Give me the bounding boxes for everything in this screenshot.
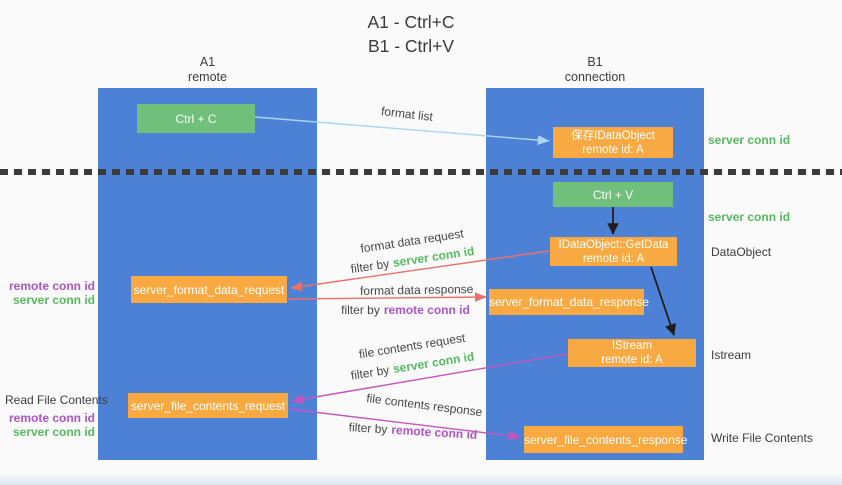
filter-by-text: filter by <box>348 420 388 437</box>
arrow-label-file-contents-response: file contents response <box>365 391 484 420</box>
filter-by-text: filter by <box>341 303 380 317</box>
lane-a1-title: A1 <box>199 55 216 69</box>
label-stack-format-ids: remote conn id server conn id <box>5 279 95 307</box>
node-ctrl-c: Ctrl + C <box>137 104 255 133</box>
lane-b1-subtitle: connection <box>564 70 626 84</box>
label-write-file-contents: Write File Contents <box>711 431 813 445</box>
lane-header-b1: B1 connection <box>486 55 704 85</box>
filter-by-text: filter by <box>349 256 391 277</box>
copy-paste-divider-line <box>0 169 842 175</box>
node-server-format-data-request: server_format_data_request <box>131 276 287 303</box>
lane-b1-title: B1 <box>587 55 603 69</box>
node-getdata-line2: remote id: A <box>582 252 645 265</box>
node-format-request-label: server_format_data_request <box>133 282 285 297</box>
node-save-idataobject-line2: remote id: A <box>582 143 644 156</box>
arrow-label-format-data-response: format data response <box>359 281 474 298</box>
node-save-idataobject: 保存IDataObject remote id: A <box>553 127 673 158</box>
title-line-1: A1 - Ctrl+C <box>367 12 455 32</box>
node-server-file-contents-response: server_file_contents_response <box>524 426 688 453</box>
node-file-request-label: server_file_contents_request <box>130 398 286 413</box>
label-dataobject: DataObject <box>711 245 772 259</box>
title-line-2: B1 - Ctrl+V <box>367 36 455 56</box>
label-server-conn-id-top: server conn id <box>708 133 791 147</box>
node-getdata-line1: IDataObject::GetData <box>558 238 669 251</box>
node-istream: IStream remote id: A <box>568 339 696 367</box>
label-read-file-contents: Read File Contents <box>5 393 108 407</box>
node-istream-line2: remote id: A <box>601 354 663 366</box>
node-istream-line1: IStream <box>611 340 653 352</box>
label-istream: Istream <box>711 348 752 362</box>
remote-conn-id-accent: remote conn id <box>383 303 470 317</box>
node-file-response-label: server_file_contents_response <box>524 432 688 447</box>
node-save-idataobject-line1: 保存IDataObject <box>571 129 655 142</box>
remote-conn-id-accent: remote conn id <box>390 422 478 442</box>
node-ctrl-v-label: Ctrl + V <box>592 187 634 202</box>
node-format-response-label: server_format_data_response <box>489 295 650 309</box>
filter-by-text: filter by <box>349 362 391 383</box>
lane-a1-subtitle: remote <box>188 70 227 84</box>
node-server-file-contents-request: server_file_contents_request <box>128 393 288 418</box>
label-server-conn-id-1: server conn id <box>12 293 95 307</box>
diagram-title: A1 - Ctrl+C B1 - Ctrl+V <box>281 10 541 58</box>
node-ctrl-c-label: Ctrl + C <box>175 111 217 126</box>
label-remote-conn-id-2: remote conn id <box>8 411 95 425</box>
label-server-conn-id-2: server conn id <box>12 425 95 439</box>
label-server-conn-id-mid: server conn id <box>708 210 791 224</box>
node-server-format-data-response: server_format_data_response <box>489 289 650 315</box>
lane-header-a1: A1 remote <box>98 55 317 85</box>
arrow-label-format-list: format list <box>380 104 434 124</box>
label-remote-conn-id-1: remote conn id <box>8 279 95 293</box>
node-idataobject-getdata: IDataObject::GetData remote id: A <box>550 237 677 266</box>
node-ctrl-v: Ctrl + V <box>553 182 673 207</box>
window-bottom-edge <box>0 472 842 485</box>
label-stack-file-ids: remote conn id server conn id <box>5 411 95 439</box>
